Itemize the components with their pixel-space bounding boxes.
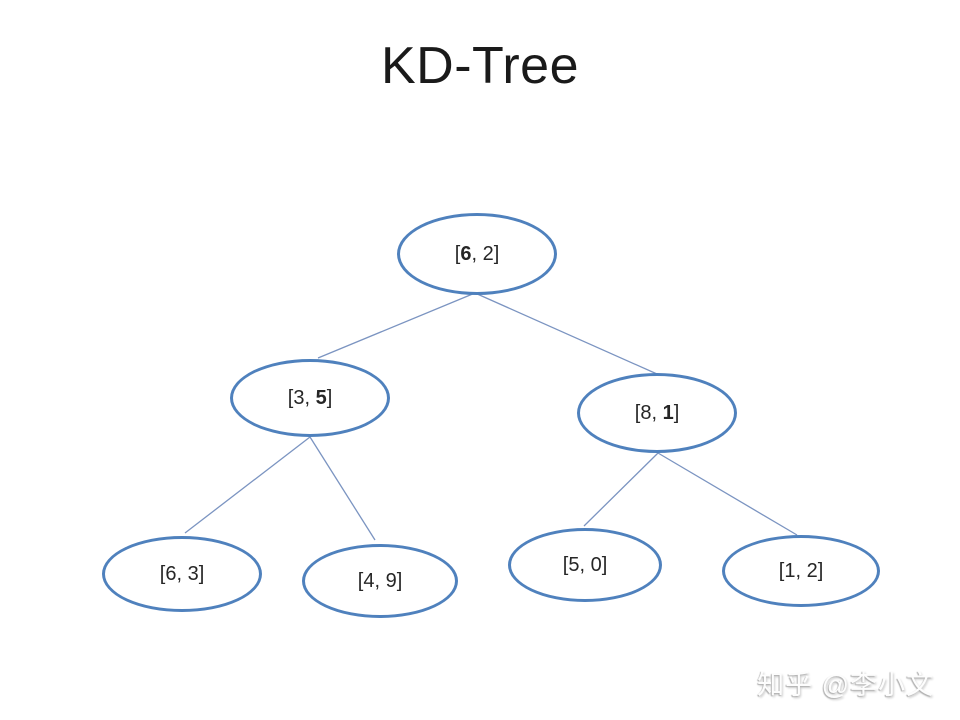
page-title: KD-Tree: [380, 37, 580, 95]
edge-right-rightleft: [583, 452, 659, 527]
tree-node-6-2: [6, 2]: [397, 213, 557, 295]
node-label: [1, 2]: [778, 559, 824, 582]
tree-node-8-1: [8, 1]: [577, 373, 737, 453]
tree-node-6-3: [6, 3]: [102, 536, 262, 612]
edge-left-leftleft: [184, 436, 311, 534]
tree-node-5-0: [5, 0]: [508, 528, 662, 602]
edge-root-right: [474, 292, 658, 375]
edge-left-leftright: [309, 436, 376, 541]
node-label: [4, 9]: [357, 569, 403, 592]
node-label: [8, 1]: [634, 401, 680, 424]
tree-node-4-9: [4, 9]: [302, 544, 458, 618]
edge-root-left: [317, 292, 476, 359]
edge-right-rightright: [657, 452, 798, 536]
node-label: [3, 5]: [287, 386, 333, 409]
node-label: [5, 0]: [562, 553, 608, 576]
tree-node-3-5: [3, 5]: [230, 359, 390, 437]
node-label: [6, 3]: [159, 562, 205, 585]
zhihu-watermark: 知乎 @李小文: [757, 670, 934, 700]
node-label: [6, 2]: [454, 242, 500, 265]
tree-node-1-2: [1, 2]: [722, 535, 880, 607]
